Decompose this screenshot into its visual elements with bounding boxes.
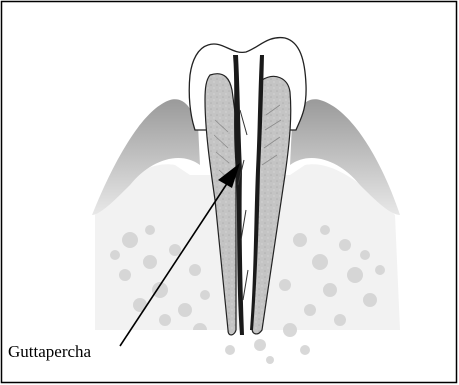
- guttapercha-label: Guttapercha: [8, 342, 92, 361]
- label-background: [120, 330, 217, 358]
